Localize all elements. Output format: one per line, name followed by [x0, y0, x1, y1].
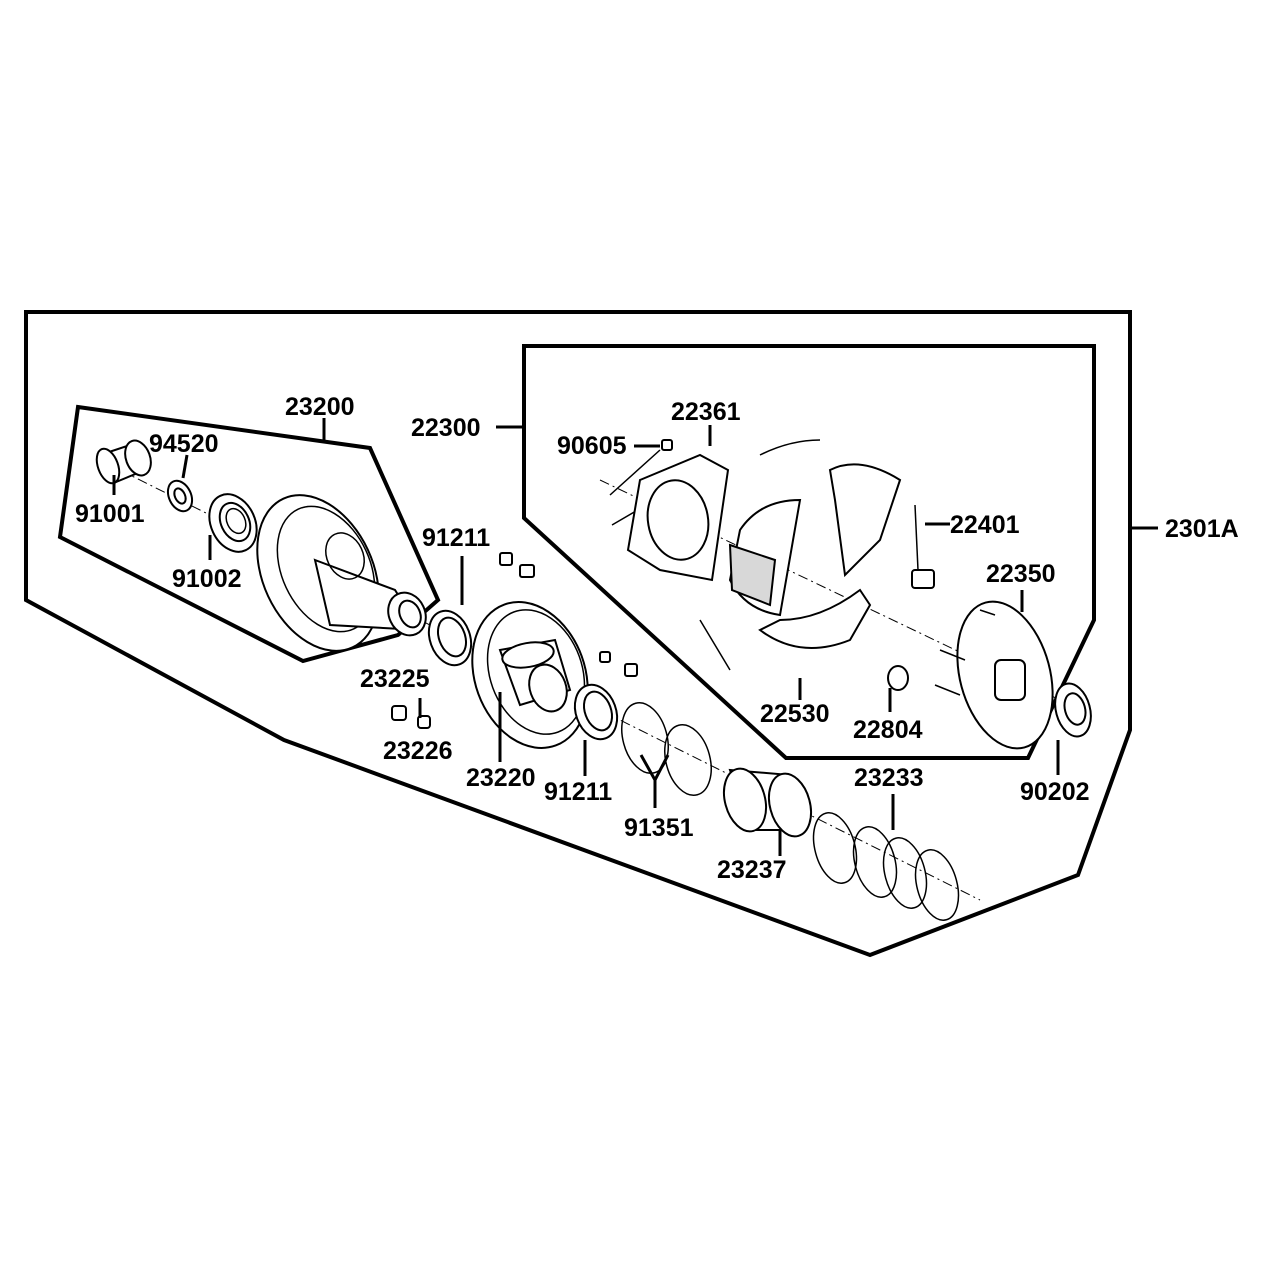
label-91351: 91351 — [624, 814, 694, 842]
spring-lower-drawing — [699, 619, 731, 671]
label-90202: 90202 — [1020, 778, 1090, 806]
oil-seal-91211-lower-drawing — [573, 683, 619, 741]
label-2301A: 2301A — [1165, 515, 1239, 543]
roller-23226-drawing — [391, 705, 431, 729]
spring-22401-drawing — [911, 504, 935, 589]
label-23225: 23225 — [360, 665, 430, 693]
pin-23225-drawing — [499, 552, 535, 578]
label-23226: 23226 — [383, 737, 453, 765]
label-94520: 94520 — [149, 430, 219, 458]
label-22401: 22401 — [950, 511, 1020, 539]
leader-lines — [112, 418, 1158, 856]
label-22350: 22350 — [986, 560, 1056, 588]
label-22300: 22300 — [411, 414, 481, 442]
label-90605: 90605 — [557, 432, 627, 460]
damper-22804-drawing — [887, 665, 909, 691]
o-rings-91351-drawing — [621, 702, 712, 796]
label-22530: 22530 — [760, 700, 830, 728]
bushing-91001-drawing — [95, 439, 152, 485]
drive-plate-22350-drawing — [934, 600, 1054, 750]
washer-94520-drawing — [166, 479, 194, 513]
label-23237: 23237 — [717, 856, 787, 884]
label-22361: 22361 — [671, 398, 741, 426]
label-22804: 22804 — [853, 716, 923, 744]
assembly-frame-23200 — [57, 404, 441, 664]
clutch-shoes-22530-drawing — [728, 463, 902, 649]
assembly-frame-22300 — [522, 344, 1096, 760]
spring-23233-drawing — [812, 812, 960, 921]
label-91211-lower: 91211 — [544, 778, 612, 806]
spring-upper-drawing — [759, 439, 821, 456]
bearing-91002-drawing — [208, 493, 258, 553]
label-23220: 23220 — [466, 764, 536, 792]
label-91002: 91002 — [172, 565, 242, 593]
oil-seal-91211-upper-drawing — [427, 609, 473, 667]
nut-90202-drawing — [1054, 682, 1092, 738]
label-23233: 23233 — [854, 764, 924, 792]
plate-22361-drawing — [626, 453, 730, 582]
collar-23237-drawing — [722, 767, 813, 838]
label-91211-upper: 91211 — [422, 524, 490, 552]
label-23200: 23200 — [285, 393, 355, 421]
assembly-frame-2301A — [24, 310, 1132, 958]
driven-face-23200-drawing — [256, 494, 427, 652]
label-91001: 91001 — [75, 500, 145, 528]
